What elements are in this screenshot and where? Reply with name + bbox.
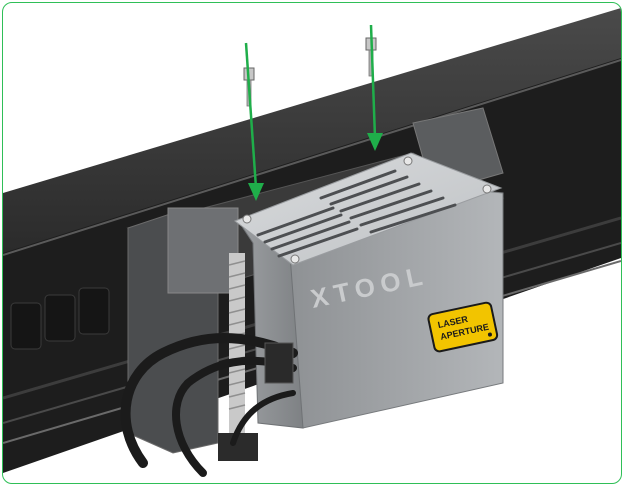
lead-screw bbox=[218, 253, 258, 461]
cable-harness bbox=[120, 333, 298, 477]
rail-edge bbox=[3, 59, 621, 256]
arrow-down-icon bbox=[244, 42, 264, 201]
arrow-down-icon bbox=[367, 24, 383, 151]
laser-module-illustration: XTOOL LASER APERTURE bbox=[3, 8, 621, 477]
vent-slots bbox=[256, 169, 457, 258]
top-screws bbox=[242, 156, 492, 264]
gantry-rail-top bbox=[3, 8, 621, 258]
cable-chain-left bbox=[10, 287, 110, 350]
connector bbox=[264, 342, 294, 384]
carriage-bracket bbox=[167, 207, 239, 294]
laser-warning-icon: LASER APERTURE bbox=[427, 301, 499, 353]
laser-module-top bbox=[233, 152, 503, 266]
